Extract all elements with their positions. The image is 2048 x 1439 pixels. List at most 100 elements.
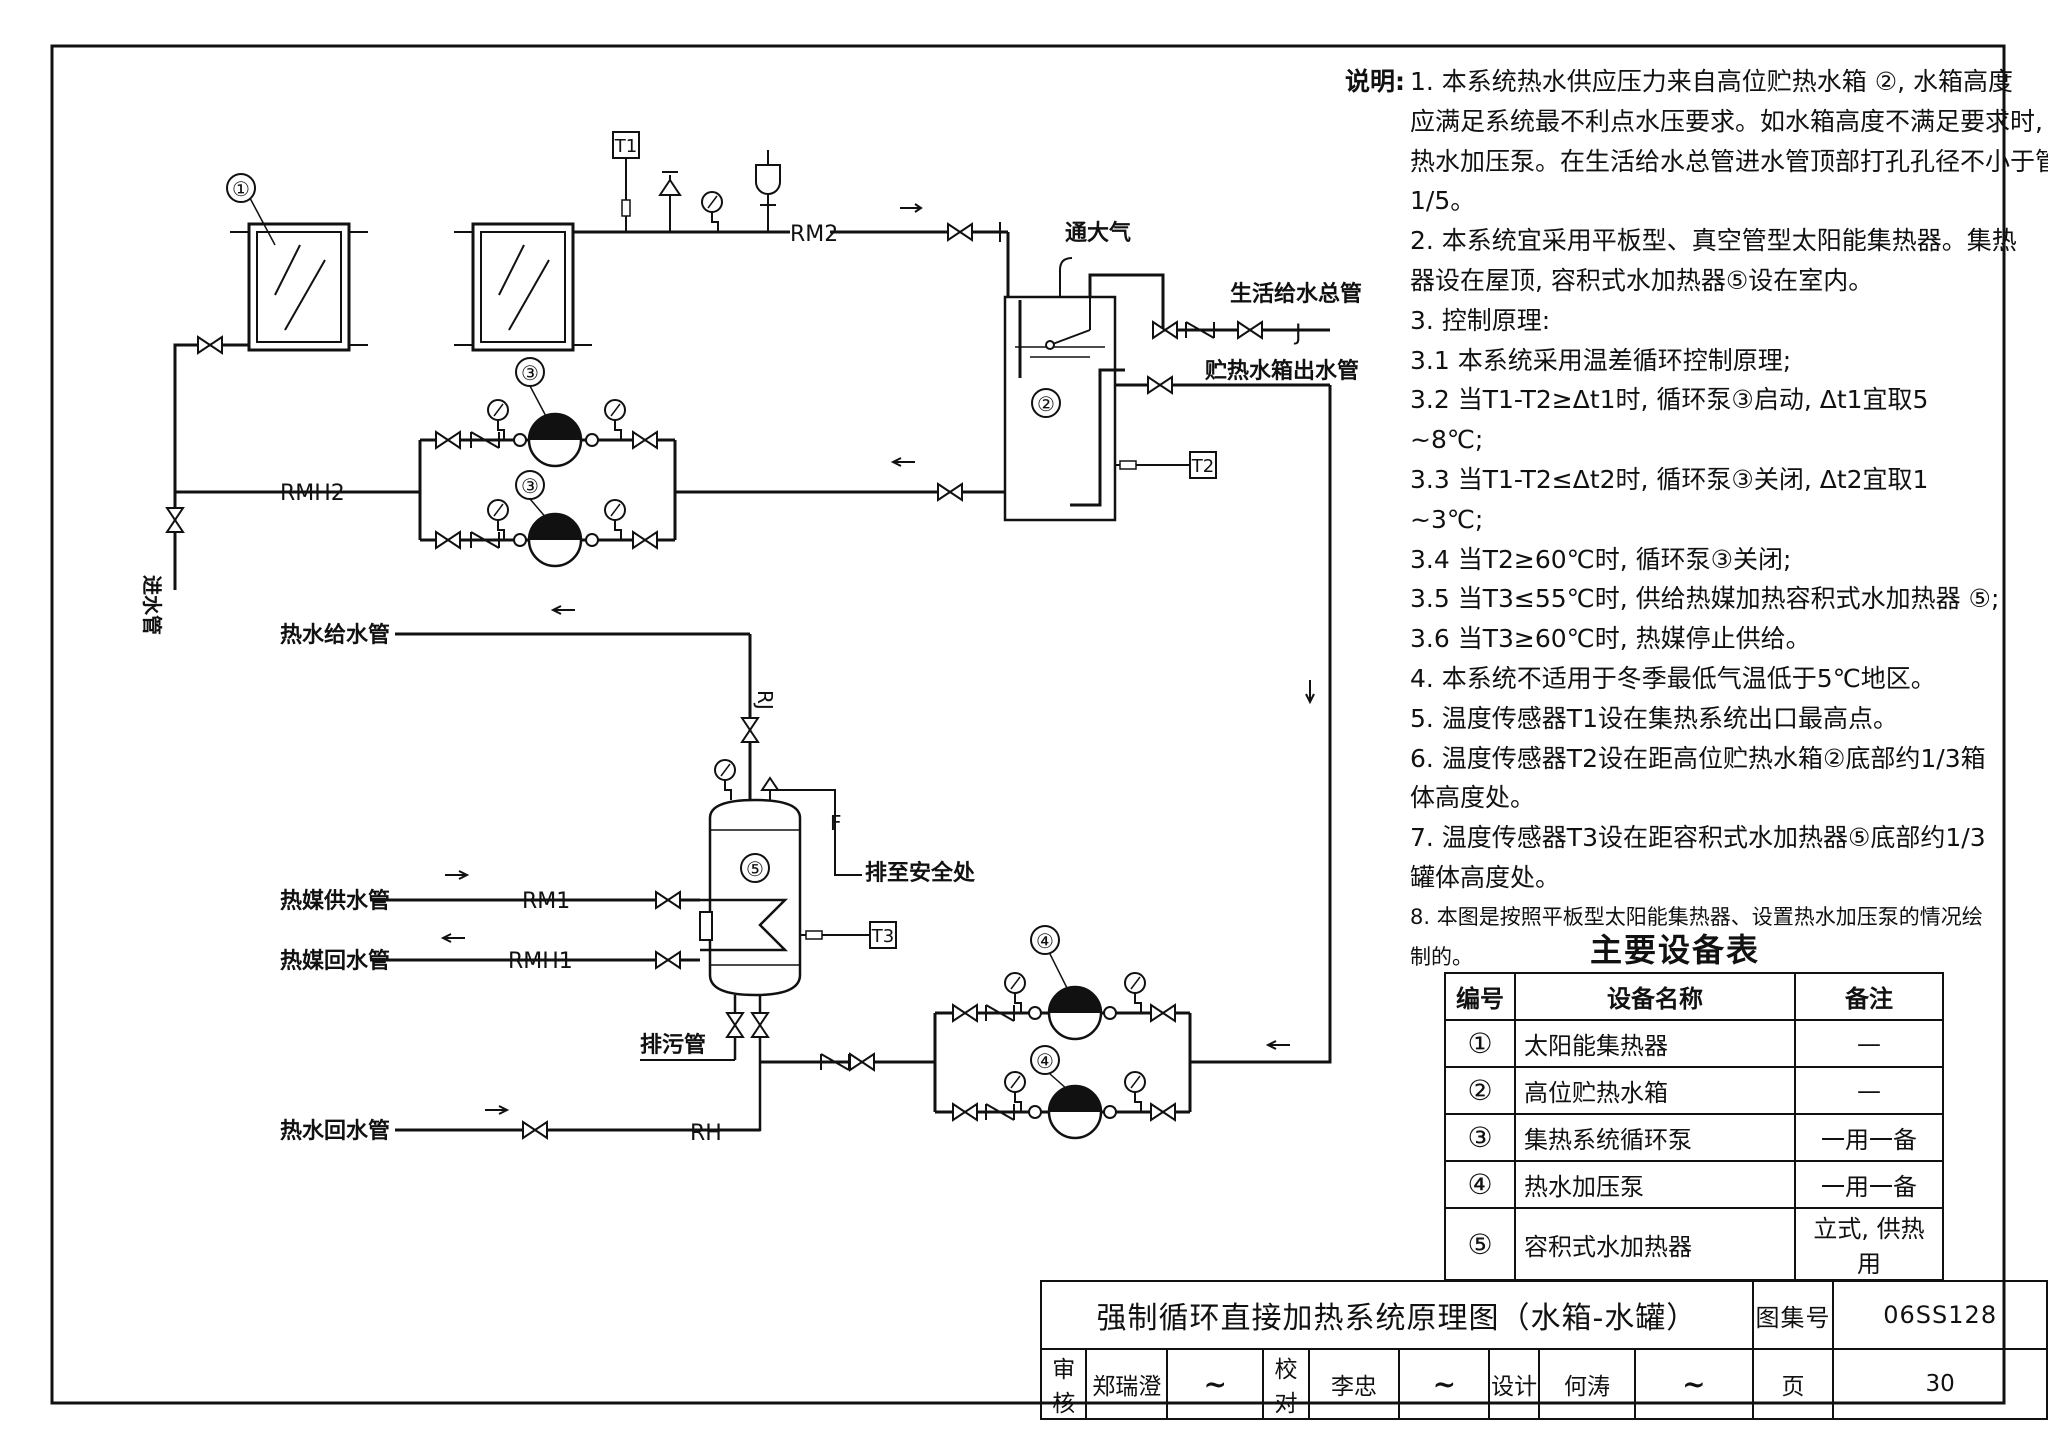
note-line: 3.5 当T3≤55℃时, 供给热媒加热容积式水加热器 ⑤; [1410,584,2000,614]
cell-note: — [1794,1066,1944,1115]
note-line: 8. 本图是按照平板型太阳能集热器、设置热水加压泵的情况绘 [1410,904,1983,929]
note-line: 4. 本系统不适用于冬季最低气温低于5℃地区。 [1410,663,1936,693]
page-label: 页 [1751,1348,1835,1420]
note-line: 体高度处。 [1410,783,1536,813]
designer-signature: ~ [1634,1348,1754,1420]
label-pump4a: ④ [1036,929,1054,953]
sheet-border [50,44,2006,1405]
cell-no: ① [1444,1019,1516,1068]
table-row: ① 太阳能集热器 — [1444,1019,1944,1068]
note-line: 1/5。 [1410,186,1476,216]
note-line: 1. 本系统热水供应压力来自高位贮热水箱 ②, 水箱高度 [1410,67,2014,96]
label-hot-supply: 热水给水管 [280,622,390,648]
label-safe-discharge: 排至安全处 [865,860,975,886]
notes-heading: 说明: [1345,67,1405,96]
pipe-rm2 [573,230,1010,300]
atlas-label: 图集号 [1751,1280,1835,1350]
label-collector-1: ① [232,177,250,201]
label-pump3a: ③ [521,361,539,385]
note-line: 3. 控制原理: [1410,305,1551,335]
label-t1: T1 [614,136,637,157]
note-line: 器设在屋顶, 容积式水加热器⑤设在室内。 [1410,265,1874,295]
cell-note: — [1794,1019,1944,1068]
header-note: 备注 [1794,972,1944,1021]
review-label: 审核 [1039,1348,1088,1420]
label-tank: ② [1037,392,1055,416]
table-row: ⑤ 容积式水加热器 立式, 供热用 [1444,1207,1944,1281]
note-line: 制的。 [1410,944,1473,969]
label-hot-return: 热水回水管 [280,1118,390,1144]
cell-no: ④ [1444,1160,1516,1209]
volume-heater [699,798,802,997]
table-row: ③ 集热系统循环泵 一用一备 [1444,1113,1944,1162]
note-line: 3.4 当T2≥60℃时, 循环泵③关闭; [1410,544,1792,574]
note-line: 3.3 当T1-T2≤Δt2时, 循环泵③关闭, Δt2宜取1 [1410,464,1929,494]
label-rm2: RM2 [790,222,838,247]
note-line: 3.6 当T3≥60℃时, 热媒停止供给。 [1410,624,1811,654]
label-vent: 通大气 [1065,220,1131,246]
checker-signature: ~ [1398,1348,1491,1420]
label-rj: RJ [753,690,777,710]
note-line: 3.1 本系统采用温差循环控制原理; [1410,345,1792,375]
note-line: 2. 本系统宜采用平板型、真空管型太阳能集热器。集热 [1410,226,2017,256]
title-block: 强制循环直接加热系统原理图（水箱-水罐） 图集号 06SS128 审核 郑瑞澄 … [1039,1280,2048,1420]
page-number: 30 [1832,1348,2048,1420]
label-heat-return: 热媒回水管 [280,948,390,974]
label-heat-supply: 热媒供水管 [280,888,390,914]
label-f: F [830,811,842,835]
note-line: 6. 温度传感器T2设在距高位贮热水箱②底部约1/3箱 [1410,743,1986,773]
label-j: J [1293,321,1302,346]
note-line: 3.2 当T1-T2≥Δt1时, 循环泵③启动, Δt1宜取5 [1410,385,1929,415]
cell-no: ③ [1444,1113,1516,1162]
label-rmh2: RMH2 [280,481,345,506]
cell-no: ② [1444,1066,1516,1115]
cell-no: ⑤ [1444,1207,1516,1281]
reviewer-signature: ~ [1166,1348,1265,1420]
label-pump3b: ③ [521,474,539,498]
cell-note: 一用一备 [1794,1160,1944,1209]
note-line: 7. 温度传感器T3设在距容积式水加热器⑤底部约1/3 [1410,823,1986,853]
table-row: ② 高位贮热水箱 — [1444,1066,1944,1115]
solar-collector-2 [454,222,592,352]
label-domestic-supply: 生活给水总管 [1230,281,1362,307]
cell-name: 高位贮热水箱 [1514,1066,1796,1115]
cell-name: 太阳能集热器 [1514,1019,1796,1068]
note-line: 热水加压泵。在生活给水总管进水管顶部打孔孔径不小于管径的 [1410,146,2048,176]
notes-block: 1. 本系统热水供应压力来自高位贮热水箱 ②, 水箱高度 应满足系统最不利点水压… [1410,62,2048,977]
note-line: 罐体高度处。 [1410,862,1561,892]
note-line: 5. 温度传感器T1设在集热系统出口最高点。 [1410,703,1898,733]
table-row: ④ 热水加压泵 一用一备 [1444,1160,1944,1209]
cell-note: 立式, 供热用 [1794,1207,1944,1281]
label-rmh1: RMH1 [508,949,573,974]
cell-name: 热水加压泵 [1514,1160,1796,1209]
label-pump4b: ④ [1036,1049,1054,1073]
cell-name: 容积式水加热器 [1514,1207,1796,1281]
pump-group-3 [418,438,1005,542]
designer-name: 何涛 [1537,1348,1637,1420]
label-inlet: 进水管 [140,575,164,635]
note-line: ~3℃; [1410,504,1484,534]
label-t3: T3 [871,926,894,947]
equipment-table: 编号 设备名称 备注 ① 太阳能集热器 — ② 高位贮热水箱 — ③ 集热系统循… [1444,972,1944,1281]
cell-name: 集热系统循环泵 [1514,1113,1796,1162]
note-line: ~8℃; [1410,425,1484,455]
label-t2: T2 [1191,456,1214,477]
check-label: 校对 [1262,1348,1310,1420]
label-rh: RH [690,1121,722,1146]
label-heater: ⑤ [746,857,764,881]
label-rm1: RM1 [522,889,570,914]
equipment-title: 主要设备表 [1590,931,1761,969]
label-drain: 排污管 [640,1032,706,1058]
label-tank-outlet: 贮热水箱出水管 [1205,358,1359,384]
drawing-title: 强制循环直接加热系统原理图（水箱-水罐） [1040,1280,1754,1350]
cell-note: 一用一备 [1794,1113,1944,1162]
high-tank [1003,295,1125,522]
header-name: 设备名称 [1514,972,1796,1021]
table-header-row: 编号 设备名称 备注 [1444,972,1944,1021]
design-label: 设计 [1488,1348,1540,1420]
header-no: 编号 [1444,972,1516,1021]
note-line: 应满足系统最不利点水压要求。如水箱高度不满足要求时, 需设 [1410,106,2048,136]
atlas-number: 06SS128 [1832,1280,2048,1350]
reviewer-name: 郑瑞澄 [1085,1348,1169,1420]
